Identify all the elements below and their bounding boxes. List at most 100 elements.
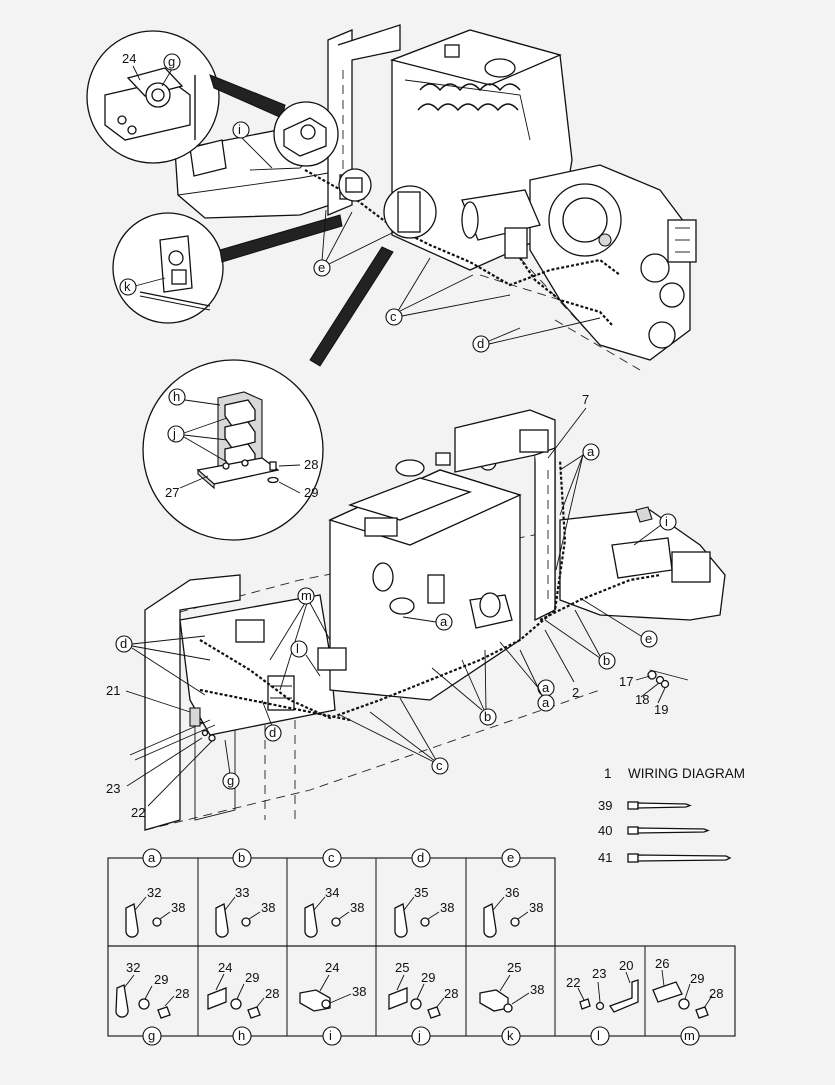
callout-b-main-1: b bbox=[603, 653, 610, 668]
detail-zoom-hj bbox=[142, 246, 394, 541]
clamp-b-label: 33 bbox=[235, 885, 249, 900]
callout-b-main-2: b bbox=[484, 709, 491, 724]
callout-m-main: m bbox=[301, 588, 312, 603]
cell-g-label-3: 28 bbox=[175, 986, 189, 1001]
clamp-g: 32 29 28 bbox=[115, 960, 189, 1019]
clamp-m: 26 29 28 bbox=[652, 956, 723, 1019]
callout-d-main-1: d bbox=[120, 636, 127, 651]
callouts: 24 g i k e c d h j 28 29 bbox=[106, 51, 677, 820]
callout-g-top: g bbox=[168, 54, 175, 69]
callout-29-inset: 29 bbox=[304, 485, 318, 500]
clamp-e: 36 38 bbox=[483, 885, 543, 938]
cell-h-label-3: 28 bbox=[265, 986, 279, 1001]
callout-e-main: e bbox=[645, 631, 652, 646]
callout-d-main-2: d bbox=[269, 725, 276, 740]
callout-21-main: 21 bbox=[106, 683, 120, 698]
cell-m-label-3: 28 bbox=[709, 986, 723, 1001]
callout-a-main-1: a bbox=[587, 444, 595, 459]
cell-k-label-2: 38 bbox=[530, 982, 544, 997]
main-engine-assembly bbox=[129, 409, 726, 831]
cell-h-label-2: 29 bbox=[245, 970, 259, 985]
callout-7-main: 7 bbox=[582, 392, 589, 407]
cell-j-label-3: 28 bbox=[444, 986, 458, 1001]
cell-g-label-2: 29 bbox=[154, 972, 168, 987]
table-letter-e: e bbox=[507, 850, 514, 865]
cable-tie-41-label: 41 bbox=[598, 850, 612, 865]
table-letter-i: i bbox=[329, 1028, 332, 1043]
cell-i-label-1: 24 bbox=[325, 960, 339, 975]
table-letter-d: d bbox=[417, 850, 424, 865]
detail-zoom-k bbox=[112, 168, 437, 324]
cell-i-label-2: 38 bbox=[352, 984, 366, 999]
wiring-diagram-number: 1 bbox=[604, 766, 612, 781]
cell-l-label-2: 23 bbox=[592, 966, 606, 981]
callout-18-main: 18 bbox=[635, 692, 649, 707]
nut-a-label: 38 bbox=[171, 900, 185, 915]
table-letter-l: l bbox=[597, 1028, 600, 1043]
exhaust-manifold bbox=[417, 83, 521, 112]
clamp-b: 33 38 bbox=[215, 885, 275, 938]
clamp-e-label: 36 bbox=[505, 885, 519, 900]
callout-h-inset: h bbox=[173, 389, 180, 404]
callout-k-top: k bbox=[124, 279, 131, 294]
clamp-d: 35 38 bbox=[394, 885, 454, 938]
cable-tie-39-icon bbox=[627, 801, 692, 810]
top-engine-assembly bbox=[174, 24, 697, 371]
cell-m-label-2: 29 bbox=[690, 971, 704, 986]
callout-j-inset: j bbox=[172, 426, 176, 441]
callout-c-main: c bbox=[436, 758, 443, 773]
clamp-a: 32 38 bbox=[125, 885, 185, 938]
table-letter-k: k bbox=[507, 1028, 514, 1043]
cable-tie-40-icon bbox=[627, 826, 710, 835]
clamp-h: 24 29 28 bbox=[207, 960, 279, 1019]
callout-l-main: l bbox=[296, 641, 299, 656]
clamp-k: 25 38 bbox=[479, 960, 544, 1013]
nut-b-label: 38 bbox=[261, 900, 275, 915]
callout-e-top: e bbox=[318, 260, 325, 275]
wiring-diagram-label: WIRING DIAGRAM bbox=[628, 766, 745, 781]
table-letter-b: b bbox=[238, 850, 245, 865]
cable-tie-40-label: 40 bbox=[598, 823, 612, 838]
callout-a-main-3b: a bbox=[542, 695, 550, 710]
callout-27-inset: 27 bbox=[165, 485, 179, 500]
table-letter-g: g bbox=[148, 1028, 155, 1043]
cell-m-label-1: 26 bbox=[655, 956, 669, 971]
callout-a-main-3: a bbox=[542, 680, 550, 695]
cable-tie-39-label: 39 bbox=[598, 798, 612, 813]
cell-j-label-1: 25 bbox=[395, 960, 409, 975]
callout-g-main: g bbox=[227, 773, 234, 788]
callout-24: 24 bbox=[122, 51, 136, 66]
clamp-c-label: 34 bbox=[325, 885, 339, 900]
nut-e-label: 38 bbox=[529, 900, 543, 915]
table-letter-c: c bbox=[328, 850, 335, 865]
cell-j-label-2: 29 bbox=[421, 970, 435, 985]
cell-h-label-1: 24 bbox=[218, 960, 232, 975]
clamp-d-label: 35 bbox=[414, 885, 428, 900]
cell-l-label-1: 22 bbox=[566, 975, 580, 990]
cable-tie-41-icon bbox=[627, 853, 732, 863]
callout-2-main: 2 bbox=[572, 685, 579, 700]
nut-d-label: 38 bbox=[440, 900, 454, 915]
table-letter-h: h bbox=[238, 1028, 245, 1043]
callout-c-top: c bbox=[390, 309, 397, 324]
clamp-j: 25 29 28 bbox=[388, 960, 458, 1019]
callout-22-main: 22 bbox=[131, 805, 145, 820]
callout-i-top: i bbox=[238, 122, 241, 137]
callout-19-main: 19 bbox=[654, 702, 668, 717]
clamp-i: 24 38 bbox=[299, 960, 366, 1012]
cell-g-label-1: 32 bbox=[126, 960, 140, 975]
callout-23-main: 23 bbox=[106, 781, 120, 796]
table-letter-m: m bbox=[684, 1028, 695, 1043]
clamp-l: 22 23 20 bbox=[566, 958, 639, 1013]
callout-d-top: d bbox=[477, 336, 484, 351]
nut-c-label: 38 bbox=[350, 900, 364, 915]
callout-28-inset: 28 bbox=[304, 457, 318, 472]
table-letter-j: j bbox=[417, 1028, 421, 1043]
cell-k-label-1: 25 bbox=[507, 960, 521, 975]
callout-i-main: i bbox=[665, 514, 668, 529]
clamp-table: a b c d e 32 38 33 38 bbox=[107, 848, 736, 1046]
callout-17-main: 17 bbox=[619, 674, 633, 689]
table-letter-a: a bbox=[148, 850, 156, 865]
